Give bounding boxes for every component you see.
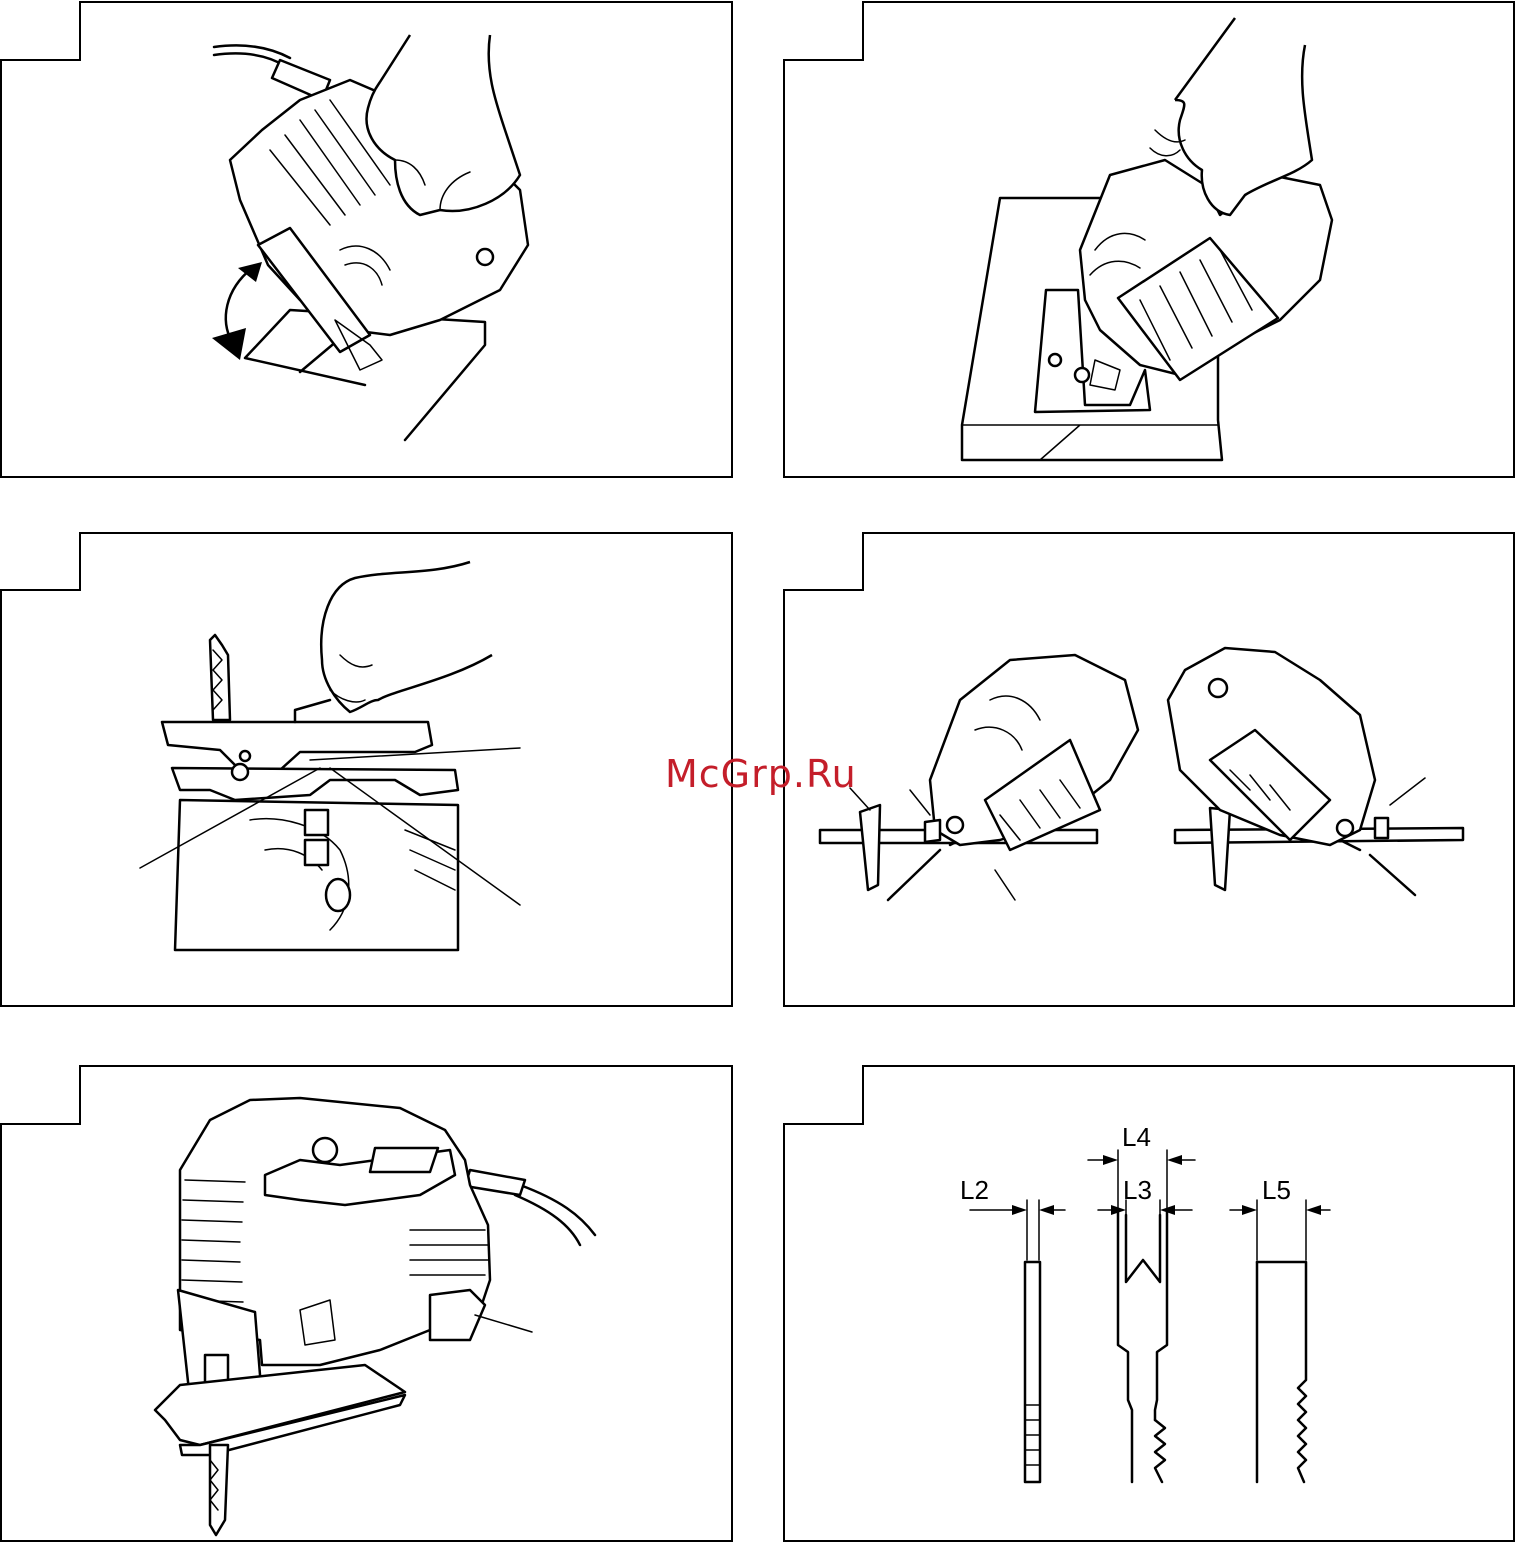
panel-1 — [1, 2, 732, 477]
label-l2: L2 — [960, 1175, 989, 1205]
label-l3: L3 — [1123, 1175, 1152, 1205]
watermark: McGrp.Ru — [665, 752, 857, 796]
label-l4: L4 — [1122, 1122, 1151, 1152]
panel-3 — [1, 533, 732, 1006]
panel-2 — [784, 2, 1514, 477]
panel-5 — [1, 1066, 732, 1541]
saw-blade — [210, 1445, 228, 1535]
panel-frame — [784, 533, 1514, 1006]
panel-4 — [784, 533, 1514, 1006]
label-l5: L5 — [1262, 1175, 1291, 1205]
panel-6: L4 L2 L3 L5 — [784, 1066, 1514, 1541]
